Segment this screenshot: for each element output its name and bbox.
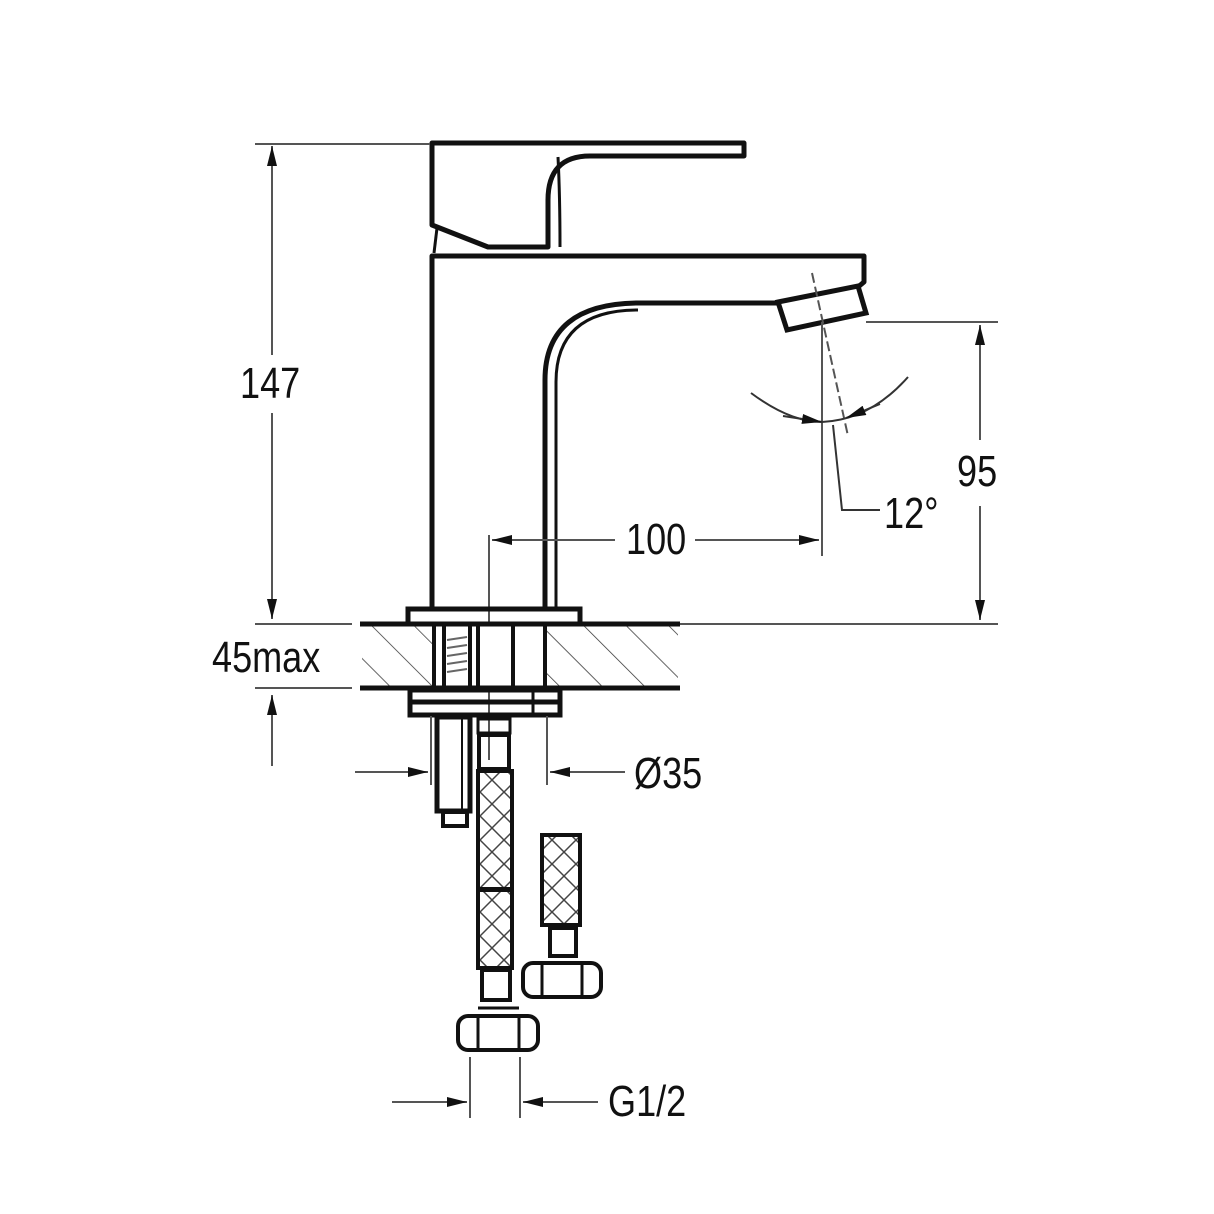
spout-centerlines xyxy=(811,272,998,556)
threaded-rod xyxy=(434,714,473,828)
faucet-body xyxy=(429,253,867,610)
label-spout-angle: 12° xyxy=(884,489,939,538)
flex-hose-short xyxy=(521,833,603,999)
countertop-section xyxy=(360,621,680,691)
flex-hose-long xyxy=(456,717,540,1052)
label-connection-thread: G1/2 xyxy=(608,1077,687,1126)
dimension-g12 xyxy=(392,1057,598,1118)
label-total-height: 147 xyxy=(240,359,301,408)
label-spout-reach: 100 xyxy=(626,515,687,564)
label-base-diameter: Ø35 xyxy=(634,749,703,798)
dimension-diameter-35 xyxy=(355,716,625,785)
mounting-washers xyxy=(407,687,563,718)
label-spout-height: 95 xyxy=(957,447,998,496)
dimension-147 xyxy=(255,143,430,619)
dimension-45max xyxy=(255,623,352,766)
dimension-95 xyxy=(680,325,998,625)
label-deck-thickness: 45max xyxy=(212,633,321,682)
angle-arc xyxy=(750,376,909,511)
lever-handle xyxy=(429,140,747,254)
aerator xyxy=(774,283,870,333)
